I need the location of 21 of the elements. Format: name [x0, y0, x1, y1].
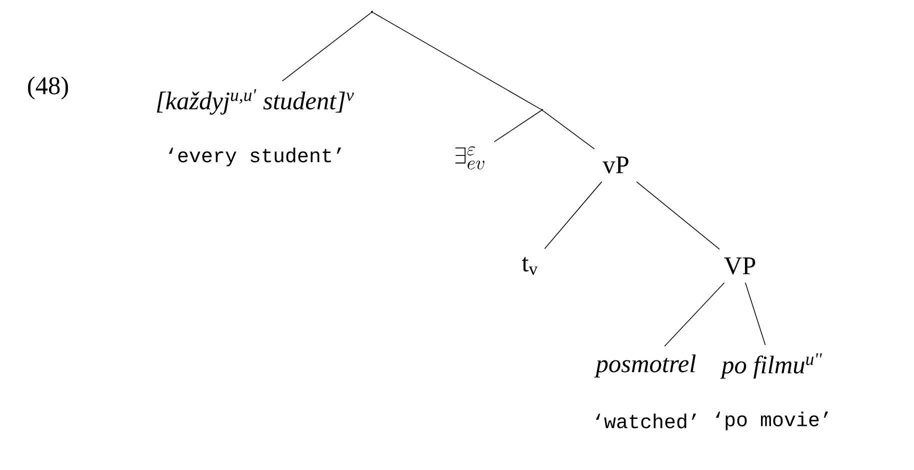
tree-branch — [664, 282, 725, 347]
tree-branch — [372, 12, 542, 110]
tree-label: vP — [602, 156, 628, 174]
branch-point — [370, 10, 374, 14]
tree-label: $\exists^{\varepsilon}_{ev}$ — [455, 146, 484, 170]
gloss-text: ‘watched’ — [596, 414, 696, 428]
example-number: (48) — [28, 76, 68, 100]
tree-branch — [636, 181, 720, 250]
tree-branch — [544, 181, 602, 250]
gloss-text: ‘po movie’ — [716, 412, 828, 430]
tree-branch — [282, 12, 372, 82]
tree-branch — [542, 110, 595, 150]
tree-branch — [744, 282, 766, 346]
tree-label: [každyj$^{u,u'}$ student]$^{v}$ — [156, 89, 354, 115]
tree-label: VP — [724, 258, 756, 274]
tree-label: posmotrel — [594, 354, 696, 378]
tree-branch — [494, 110, 542, 142]
tree-label: po filmu$^{u''}$ — [720, 353, 822, 379]
tree-label: t$_{v}$ — [522, 257, 538, 275]
branch-point — [540, 108, 544, 112]
gloss-text: ‘every student’ — [168, 148, 342, 166]
